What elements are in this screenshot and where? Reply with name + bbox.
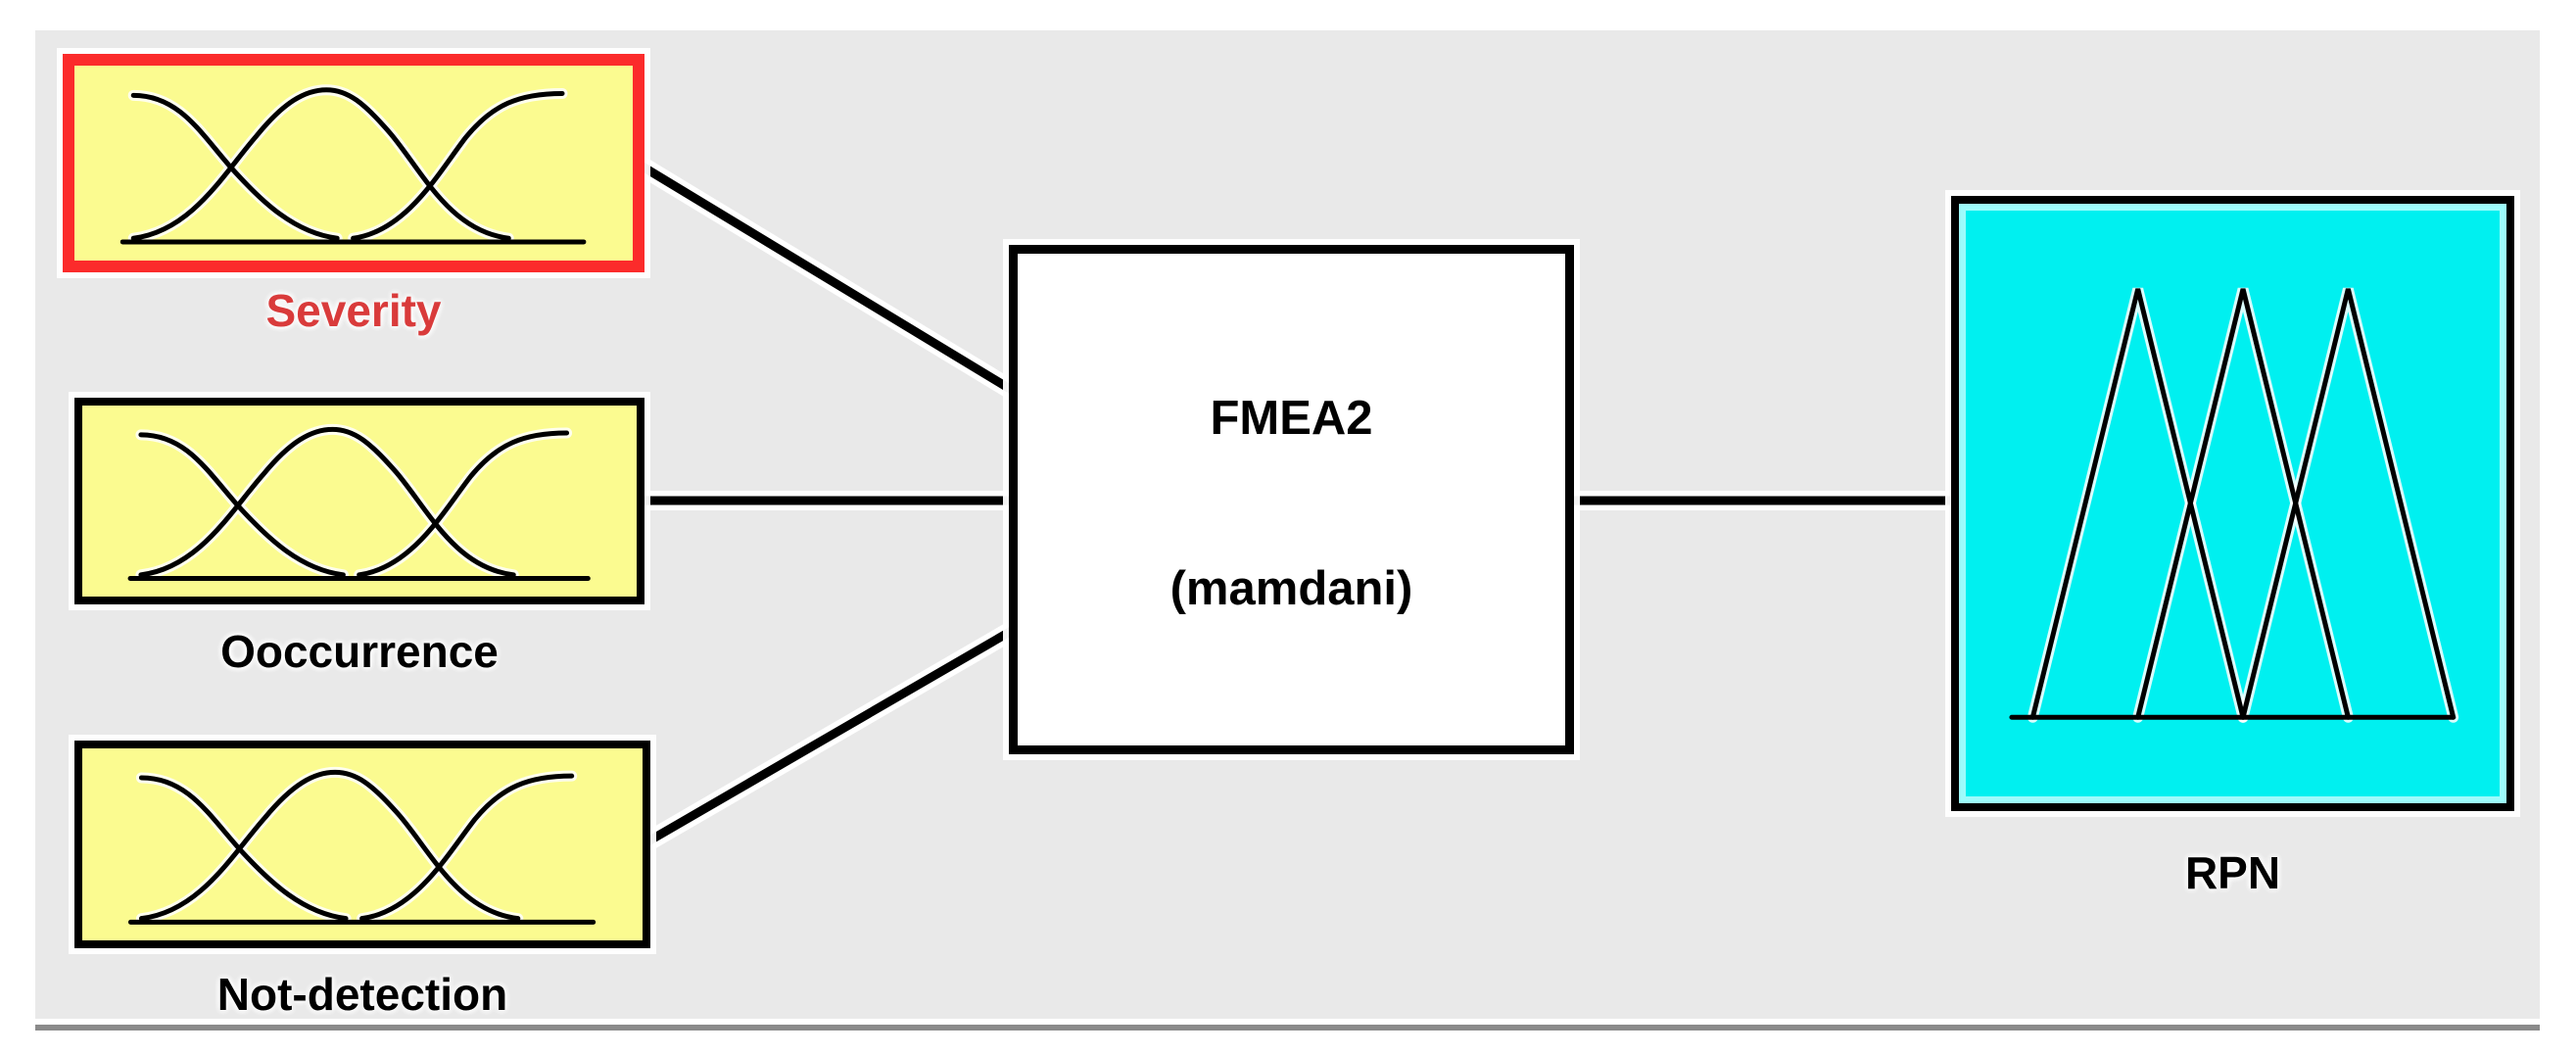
gaussian-mf-curves-icon: [93, 411, 625, 591]
input-node-severity[interactable]: [63, 54, 644, 272]
triangular-mf-curves-icon: [1970, 221, 2496, 785]
connector-severity-to-fis: [633, 157, 1025, 402]
output-node-rpn[interactable]: [1951, 196, 2514, 811]
panel-bottom-border: [35, 1025, 2540, 1031]
gaussian-mf-curves-icon: [85, 72, 621, 255]
fis-name: FMEA2: [1210, 392, 1373, 445]
input-node-ooccurrence[interactable]: [74, 398, 644, 604]
gaussian-mf-curves-icon: [93, 754, 631, 935]
input-label-severity: Severity: [265, 285, 442, 336]
input-label-ooccurrence: Ooccurrence: [220, 626, 499, 677]
fis-type-label: (mamdani): [1169, 562, 1413, 615]
fis-node[interactable]: FMEA2 (mamdani): [1009, 245, 1574, 754]
connector-notdetection-to-fis: [637, 619, 1025, 852]
input-node-not-detection[interactable]: [74, 741, 650, 948]
input-label-not-detection: Not-detection: [216, 969, 508, 1020]
output-label-rpn: RPN: [2184, 847, 2281, 898]
